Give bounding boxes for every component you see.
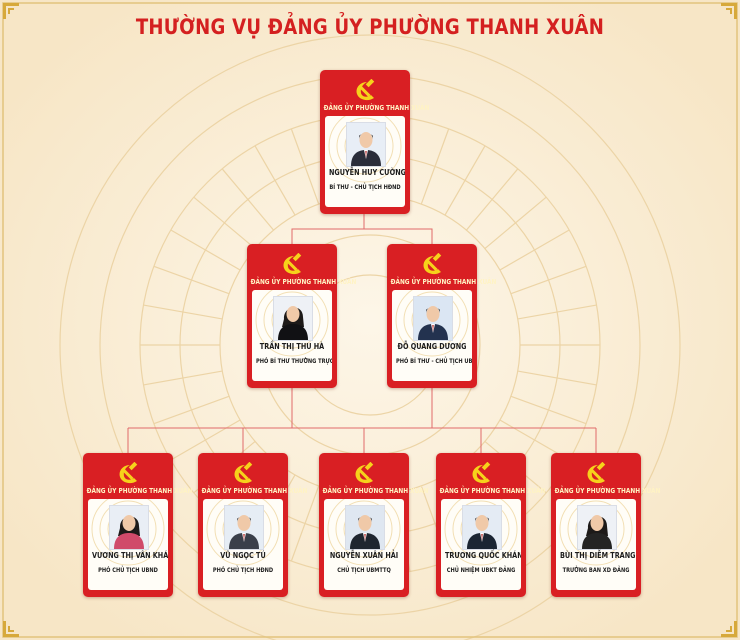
member-name: VŨ NGỌC TÚ [220,551,266,560]
member-role: BÍ THƯ - CHỦ TỊCH HĐND [329,184,401,191]
hammer-sickle-icon [423,253,442,275]
card-org-label: ĐẢNG ỦY PHƯỜNG THANH XUÂN [554,487,661,495]
hammer-sickle-icon [587,462,606,484]
corner-ornament-icon [3,3,19,19]
avatar [346,122,386,167]
card-header: ĐẢNG ỦY PHƯỜNG THANH XUÂN [387,244,497,290]
card-body: NGUYỄN HUY CƯỜNG BÍ THƯ - CHỦ TỊCH HĐND [325,116,405,207]
connector-top [364,228,433,244]
hammer-sickle-icon [234,462,253,484]
member-name: NGUYỄN HUY CƯỜNG [329,168,405,177]
card-org-label: ĐẢNG ỦY PHƯỜNG THANH XUÂN [323,104,430,112]
hammer-sickle-icon [283,253,302,275]
card-org-label: ĐẢNG ỦY PHƯỜNG THANH XUÂN [250,278,357,286]
hammer-sickle-icon [472,462,491,484]
hammer-sickle-icon [119,462,138,484]
member-role: PHÓ BÍ THƯ - CHỦ TỊCH UBND [396,358,472,365]
member-name: TRẦN THỊ THU HÀ [259,342,325,351]
avatar [345,505,385,550]
member-role: PHÓ CHỦ TỊCH UBND [98,567,158,574]
card-body: VƯƠNG THỊ VÂN KHÁNH PHÓ CHỦ TỊCH UBND [88,499,168,590]
card-header: ĐẢNG ỦY PHƯỜNG THANH XUÂN [551,453,661,499]
card-header: ĐẢNG ỦY PHƯỜNG THANH XUÂN [436,453,546,499]
card-header: ĐẢNG ỦY PHƯỜNG THANH XUÂN [320,70,430,116]
hammer-sickle-icon [356,79,375,101]
card-org-label: ĐẢNG ỦY PHƯỜNG THANH XUÂN [390,278,497,286]
corner-ornament-icon [3,621,19,637]
member-card: ĐẢNG ỦY PHƯỜNG THANH XUÂN VŨ NGỌC TÚ PHÓ… [198,453,308,597]
card-header: ĐẢNG ỦY PHƯỜNG THANH XUÂN [247,244,357,290]
member-card: ĐẢNG ỦY PHƯỜNG THANH XUÂN TRẦN THỊ THU H… [247,244,357,388]
card-header: ĐẢNG ỦY PHƯỜNG THANH XUÂN [83,453,193,499]
member-card: ĐẢNG ỦY PHƯỜNG THANH XUÂN BÙI THỊ DIỄM T… [551,453,661,597]
card-body: TRƯƠNG QUỐC KHÁNH CHỦ NHIỆM UBKT ĐẢNG [441,499,521,590]
card-org-label: ĐẢNG ỦY PHƯỜNG THANH XUÂN [201,487,308,495]
card-body: ĐỖ QUANG DƯƠNG PHÓ BÍ THƯ - CHỦ TỊCH UBN… [392,290,472,381]
member-card: ĐẢNG ỦY PHƯỜNG THANH XUÂN VƯƠNG THỊ VÂN … [83,453,193,597]
corner-ornament-icon [721,3,737,19]
card-body: BÙI THỊ DIỄM TRANG TRƯỞNG BAN XD ĐẢNG [556,499,636,590]
member-role: CHỦ NHIỆM UBKT ĐẢNG [446,567,516,574]
member-name: ĐỖ QUANG DƯƠNG [397,342,467,351]
member-role: CHỦ TỊCH UBMTTQ [337,567,391,574]
avatar [109,505,149,550]
member-name: NGUYỄN XUÂN HẢI [329,551,399,560]
connector-top [291,214,365,244]
card-header: ĐẢNG ỦY PHƯỜNG THANH XUÂN [319,453,429,499]
card-org-label: ĐẢNG ỦY PHƯỜNG THANH XUÂN [439,487,546,495]
hammer-sickle-icon [355,462,374,484]
member-name: BÙI THỊ DIỄM TRANG [560,551,636,560]
card-org-label: ĐẢNG ỦY PHƯỜNG THANH XUÂN [322,487,429,495]
member-card: ĐẢNG ỦY PHƯỜNG THANH XUÂN TRƯƠNG QUỐC KH… [436,453,546,597]
card-org-label: ĐẢNG ỦY PHƯỜNG THANH XUÂN [86,487,193,495]
member-name: VƯƠNG THỊ VÂN KHÁNH [92,551,168,560]
member-role: PHÓ CHỦ TỊCH HĐND [212,567,274,574]
card-body: NGUYỄN XUÂN HẢI CHỦ TỊCH UBMTTQ [324,499,404,590]
avatar [413,296,453,341]
card-body: VŨ NGỌC TÚ PHÓ CHỦ TỊCH HĐND [203,499,283,590]
member-role: TRƯỞNG BAN XD ĐẢNG [562,567,630,574]
page-title: THƯỜNG VỤ ĐẢNG ỦY PHƯỜNG THANH XUÂN [135,15,605,39]
avatar [462,505,502,550]
member-card: ĐẢNG ỦY PHƯỜNG THANH XUÂN NGUYỄN HUY CƯỜ… [320,70,430,214]
avatar [224,505,264,550]
member-card: ĐẢNG ỦY PHƯỜNG THANH XUÂN NGUYỄN XUÂN HẢ… [319,453,429,597]
corner-ornament-icon [721,621,737,637]
card-header: ĐẢNG ỦY PHƯỜNG THANH XUÂN [198,453,308,499]
avatar [577,505,617,550]
member-name: TRƯƠNG QUỐC KHÁNH [445,551,521,560]
member-role: PHÓ BÍ THƯ THƯỜNG TRỰC [256,358,332,365]
avatar [273,296,313,341]
member-card: ĐẢNG ỦY PHƯỜNG THANH XUÂN ĐỖ QUANG DƯƠNG… [387,244,497,388]
card-body: TRẦN THỊ THU HÀ PHÓ BÍ THƯ THƯỜNG TRỰC [252,290,332,381]
